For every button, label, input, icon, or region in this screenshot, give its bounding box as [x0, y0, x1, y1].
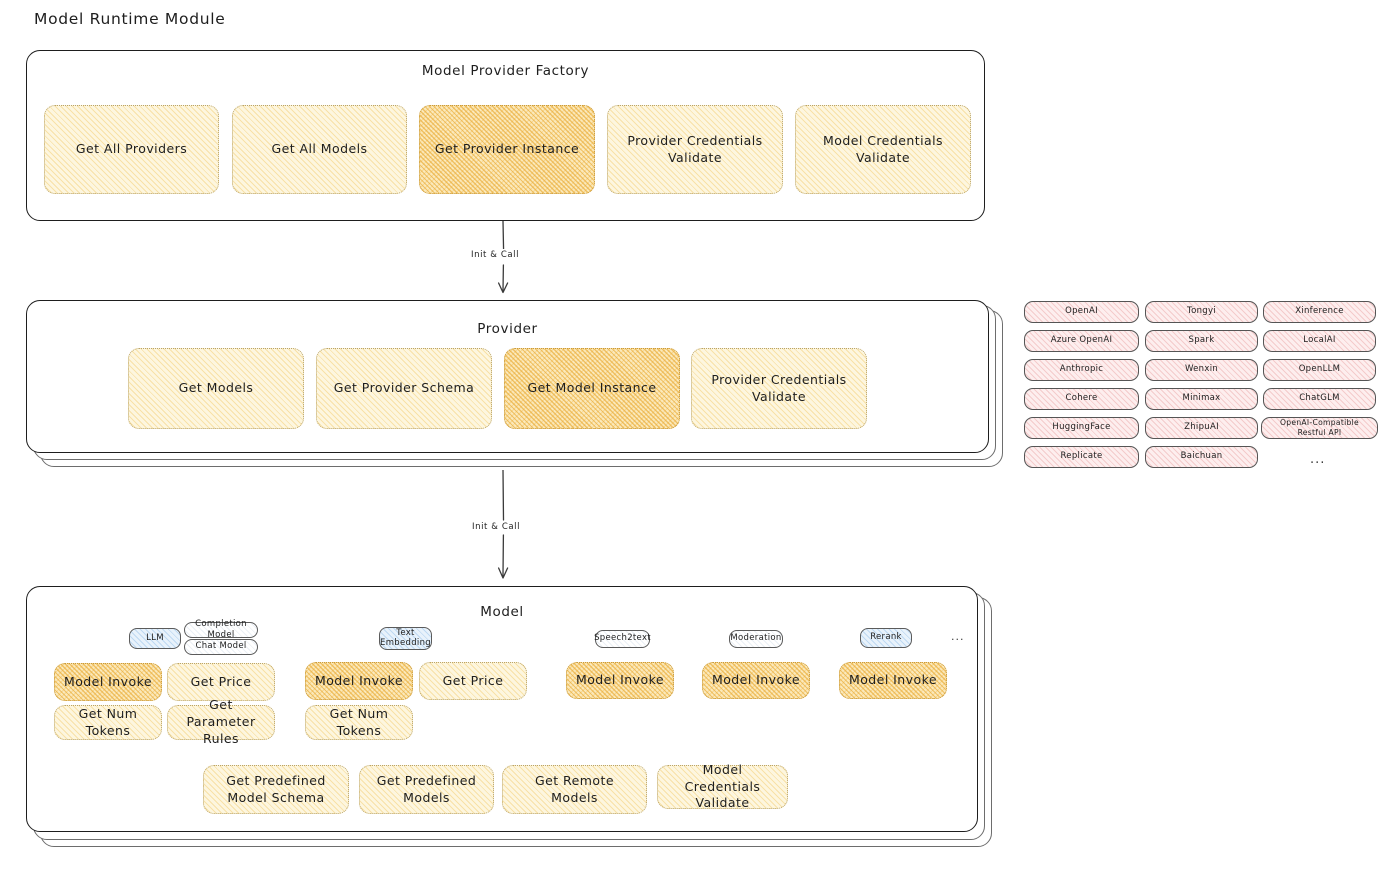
model-subtype-completion-model[interactable]: Completion Model	[184, 619, 258, 640]
provider-chip-azure-openai[interactable]: Azure OpenAI	[1024, 330, 1139, 352]
factory-node-get-all-models[interactable]: Get All Models	[232, 105, 407, 194]
page-title: Model Runtime Module	[34, 10, 226, 28]
rerank-method-model-invoke[interactable]: Model Invoke	[839, 662, 947, 699]
arrow-factory-to-provider: Init & Call	[468, 220, 590, 299]
text-embedding-method-model-invoke[interactable]: Model Invoke	[305, 662, 413, 700]
arrow-2-label: Init & Call	[469, 521, 524, 533]
model-common-get-predefined-model-schema[interactable]: Get Predefined Model Schema	[203, 765, 349, 814]
moderation-method-model-invoke[interactable]: Model Invoke	[702, 662, 810, 699]
provider-node-provider-credentials-validate[interactable]: Provider Credentials Validate	[691, 348, 867, 429]
provider-chip-wenxin[interactable]: Wenxin	[1145, 359, 1258, 381]
llm-method-model-invoke[interactable]: Model Invoke	[54, 663, 162, 701]
provider-chip-localai[interactable]: LocalAI	[1263, 330, 1376, 352]
provider-chip-minimax[interactable]: Minimax	[1145, 388, 1258, 410]
factory-node-get-provider-instance[interactable]: Get Provider Instance	[419, 105, 595, 194]
text-embedding-method-get-price[interactable]: Get Price	[419, 662, 527, 700]
factory-node-provider-credentials-validate[interactable]: Provider Credentials Validate	[607, 105, 783, 194]
model-title: Model	[480, 604, 524, 620]
llm-method-get-price[interactable]: Get Price	[167, 663, 275, 701]
provider-node-get-provider-schema[interactable]: Get Provider Schema	[316, 348, 492, 429]
provider-chip-replicate[interactable]: Replicate	[1024, 446, 1139, 468]
model-type-chip-speech2text[interactable]: Speech2text	[594, 630, 651, 648]
model-type-chip-llm[interactable]: LLM	[129, 628, 181, 649]
provider-chip-anthropic[interactable]: Anthropic	[1024, 359, 1139, 381]
text-embedding-method-get-num-tokens[interactable]: Get Num Tokens	[305, 705, 413, 740]
llm-method-get-num-tokens[interactable]: Get Num Tokens	[54, 705, 162, 740]
provider-chip-openai-compatible-restful-api[interactable]: OpenAI-Compatible Restful API	[1261, 417, 1378, 439]
arrow-1-label: Init & Call	[468, 249, 523, 261]
provider-node-get-model-instance[interactable]: Get Model Instance	[504, 348, 680, 429]
provider-chip-tongyi[interactable]: Tongyi	[1145, 301, 1258, 323]
speech2text-method-model-invoke[interactable]: Model Invoke	[566, 662, 674, 699]
provider-chip-xinference[interactable]: Xinference	[1263, 301, 1376, 323]
provider-chip-spark[interactable]: Spark	[1145, 330, 1258, 352]
provider-chip-baichuan[interactable]: Baichuan	[1145, 446, 1258, 468]
model-type-chip-moderation[interactable]: Moderation	[729, 630, 783, 648]
provider-node-get-models[interactable]: Get Models	[128, 348, 304, 429]
provider-chip-zhipuai[interactable]: ZhipuAI	[1145, 417, 1258, 439]
arrow-1-icon	[497, 220, 509, 294]
provider-chip-openllm[interactable]: OpenLLM	[1263, 359, 1376, 381]
provider-chip-cohere[interactable]: Cohere	[1024, 388, 1139, 410]
model-provider-factory-title: Model Provider Factory	[421, 63, 590, 79]
factory-node-model-credentials-validate[interactable]: Model Credentials Validate	[795, 105, 971, 194]
model-types-ellipsis: ...	[951, 630, 965, 643]
arrow-provider-to-model: Init & Call	[469, 469, 590, 585]
arrow-2-icon	[497, 469, 509, 579]
model-subtype-chat-model[interactable]: Chat Model	[184, 639, 258, 655]
model-type-chip-rerank[interactable]: Rerank	[860, 628, 912, 648]
factory-node-get-all-providers[interactable]: Get All Providers	[44, 105, 219, 194]
model-common-get-predefined-models[interactable]: Get Predefined Models	[359, 765, 494, 814]
model-type-chip-text-embedding[interactable]: Text Embedding	[379, 627, 432, 650]
provider-chip-chatglm[interactable]: ChatGLM	[1263, 388, 1376, 410]
model-common-get-remote-models[interactable]: Get Remote Models	[502, 765, 647, 814]
model-common-model-credentials-validate[interactable]: Model Credentials Validate	[657, 762, 788, 810]
provider-list-ellipsis: ...	[1310, 452, 1326, 467]
provider-title: Provider	[477, 321, 538, 337]
llm-method-get-parameter-rules[interactable]: Get Parameter Rules	[167, 697, 275, 746]
provider-chip-openai[interactable]: OpenAI	[1024, 301, 1139, 323]
provider-chip-huggingface[interactable]: HuggingFace	[1024, 417, 1139, 439]
